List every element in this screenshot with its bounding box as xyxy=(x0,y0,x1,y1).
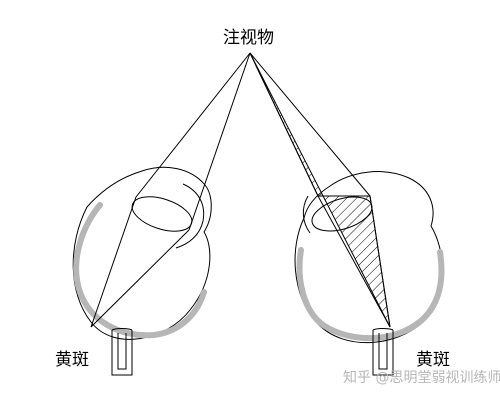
left-macula-label: 黄斑 xyxy=(55,350,89,370)
right-cornea-curve xyxy=(302,195,311,234)
right-macula-label: 黄斑 xyxy=(416,350,450,370)
right-hatched-focus-area xyxy=(249,52,391,328)
right-ray-top xyxy=(249,52,319,197)
left-optic-nerve xyxy=(111,328,133,376)
right-retina-band xyxy=(296,247,445,342)
right-eye-diagram xyxy=(249,52,445,376)
right-ray-inner-2 xyxy=(369,195,391,328)
left-eye-outer xyxy=(72,166,212,340)
left-cornea-curve xyxy=(175,183,205,249)
left-ray-inner-2 xyxy=(90,229,190,328)
right-optic-nerve xyxy=(372,328,394,376)
fixation-object-label: 注视物 xyxy=(223,28,274,48)
left-eye-diagram xyxy=(72,52,251,376)
left-ray-top xyxy=(135,52,251,198)
left-ray-bottom xyxy=(188,52,251,231)
right-ray-inner-1 xyxy=(317,195,391,328)
left-lens xyxy=(131,196,193,232)
left-ray-inner-1 xyxy=(90,196,137,328)
right-ray-bottom xyxy=(249,52,371,197)
watermark-text: 知乎 @思明堂弱视训练师 xyxy=(343,370,500,386)
